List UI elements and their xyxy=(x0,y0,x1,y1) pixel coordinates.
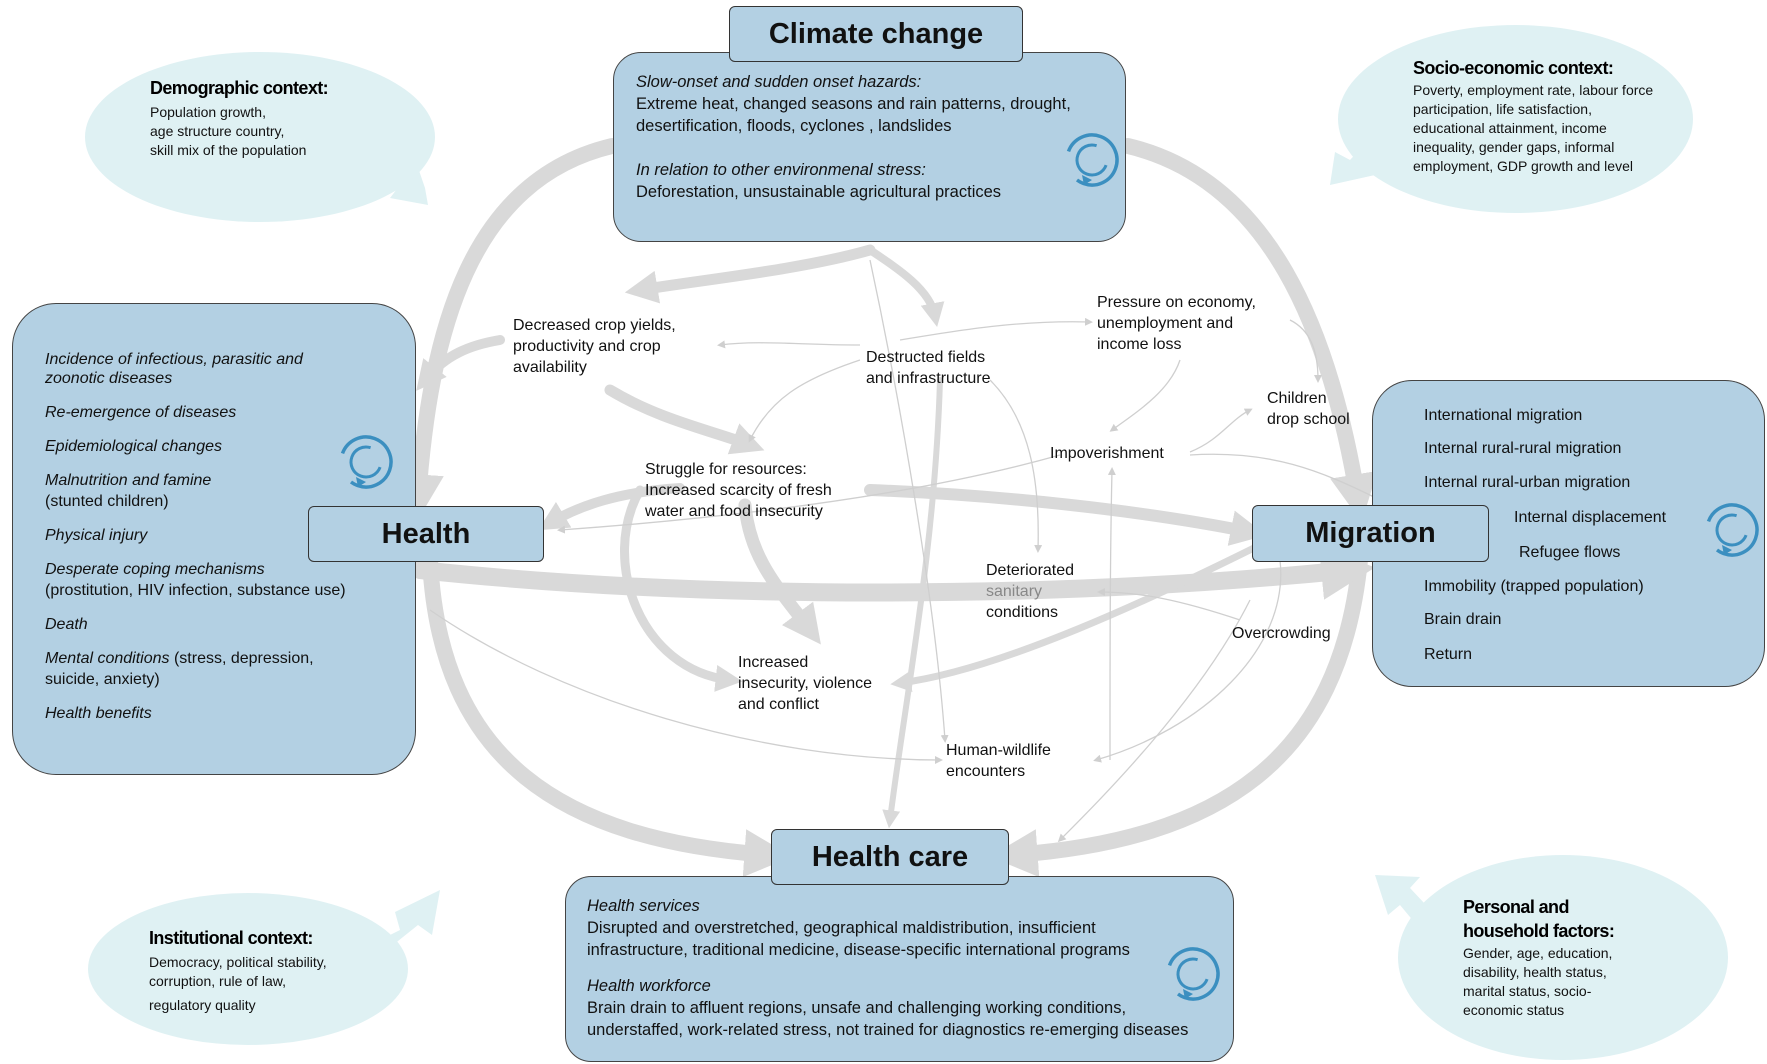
institutional-context-title: Institutional context: xyxy=(149,928,313,948)
arrow-health-to-migration xyxy=(411,545,1376,602)
arrow-overcrowding-to-impoverishment xyxy=(1107,467,1116,761)
personal-context-bubble xyxy=(1398,855,1728,1060)
cycle-icon xyxy=(1166,947,1220,1001)
arrow-fields-to-sanitary xyxy=(989,379,1043,553)
migration-item: Return xyxy=(1424,646,1473,663)
arrow-fields-to-resources xyxy=(748,359,861,443)
arrow-resources-to-health xyxy=(537,483,685,531)
socioeconomic-context-bubble xyxy=(1338,25,1693,213)
health-care-title: Health care xyxy=(771,829,1009,885)
arrow-migration-to-insecurity xyxy=(890,536,1274,692)
label-decreased-crop-yields: Decreased crop yields,productivity and c… xyxy=(513,317,676,376)
demographic-context-title: Demographic context: xyxy=(150,78,329,98)
arrow-resources-to-migration xyxy=(864,484,1267,546)
socioeconomic-context-text: Poverty, employment rate, labour force p… xyxy=(1413,82,1654,174)
arrow-resources-to-insecurity xyxy=(738,498,821,645)
arrow-climate-to-health xyxy=(395,138,620,523)
cycle-icon xyxy=(339,435,393,489)
arrow-economy-to-impoverishment xyxy=(1109,359,1181,432)
personal-context-text: Gender, age, education, disability, heal… xyxy=(1463,945,1613,1018)
institutional-context-text: Democracy, political stability, corrupti… xyxy=(149,954,327,1013)
migration-item: International migration xyxy=(1424,407,1583,424)
socioeconomic-context-title: Socio-economic context: xyxy=(1413,58,1614,78)
climate-change-title: Climate change xyxy=(729,6,1023,62)
arrow-economy-to-school xyxy=(1289,319,1322,383)
arrow-impoverishment-to-health xyxy=(557,454,1061,534)
health-care-box xyxy=(565,876,1234,1062)
health-title: Health xyxy=(308,506,544,562)
label-impoverishment: Impoverishment xyxy=(1050,445,1164,462)
arrow-health-to-healthcare xyxy=(422,552,793,878)
institutional-context-bubble xyxy=(88,893,408,1045)
arrow-migration-to-healthcare xyxy=(989,552,1368,878)
cycle-icon xyxy=(1065,133,1119,187)
arrow-fields-to-healthcare xyxy=(882,377,943,829)
label-struggle-for-resources: Struggle for resources:Increased scarcit… xyxy=(645,461,832,520)
arrow-migration-to-wildlife xyxy=(1093,559,1282,763)
migration-item: Brain drain xyxy=(1424,611,1502,628)
arrow-impoverishment-to-school xyxy=(1189,408,1253,453)
arrow-crop-to-health xyxy=(416,335,505,391)
arrow-crop-to-resources xyxy=(604,384,765,455)
migration-item: Internal rural-urban migration xyxy=(1424,474,1631,491)
health-outcomes-list: Incidence of infectious, parasitic and z… xyxy=(45,351,346,722)
label-overcrowding: Overcrowding xyxy=(1232,625,1331,642)
arrow-impoverishment-to-migration xyxy=(1189,453,1383,502)
demographic-context-text: Population growth, age structure country… xyxy=(150,104,307,158)
arrow-climate-to-migration xyxy=(1120,138,1378,523)
migration-item: Immobility (trapped population) xyxy=(1424,578,1644,595)
arrow-resources-loop xyxy=(620,485,743,692)
arrow-climate-to-fields xyxy=(866,246,945,327)
arrow-migration-to-healthcare-thin xyxy=(1057,599,1251,843)
migration-item: Refugee flows xyxy=(1519,544,1621,561)
migration-item: Internal displacement xyxy=(1514,509,1667,526)
arrow-climate-to-wildlife xyxy=(869,259,949,743)
climate-change-box xyxy=(613,52,1126,242)
cycle-icon xyxy=(1705,503,1759,557)
demographic-context-bubble xyxy=(85,52,435,222)
arrow-fields-to-crop xyxy=(717,340,861,349)
personal-context-title: Personal and household factors: xyxy=(1463,897,1615,941)
arrow-climate-to-crop xyxy=(624,244,876,304)
arrow-migration-to-sanitary xyxy=(1097,588,1241,621)
arrow-fields-to-economy xyxy=(899,317,1093,341)
health-care-content: Health services Disrupted and overstretc… xyxy=(587,897,1189,1039)
migration-title: Migration xyxy=(1252,505,1489,562)
climate-change-content: Slow-onset and sudden onset hazards: Ext… xyxy=(636,73,1071,201)
migration-item: Internal rural-rural migration xyxy=(1424,440,1622,457)
arrow-health-to-wildlife xyxy=(429,609,943,764)
